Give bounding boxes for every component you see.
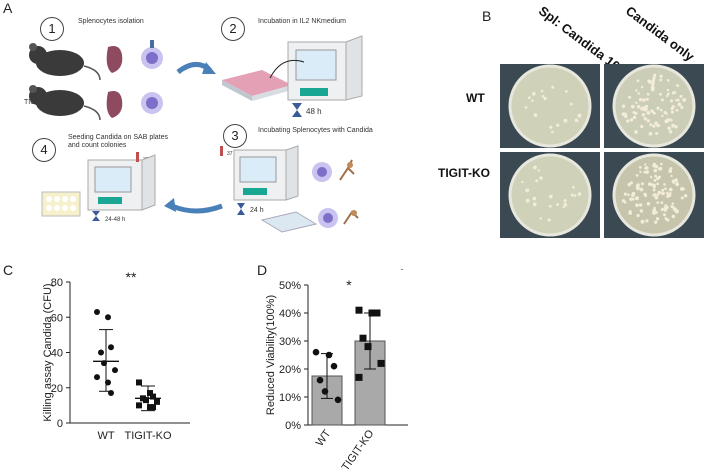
- data-point: [316, 376, 324, 384]
- mouse-wt-icon: [29, 43, 101, 81]
- y-tick-label: 30%: [279, 336, 301, 348]
- step-2-time: 48 h: [306, 107, 322, 116]
- well-plate-icon: [222, 70, 292, 101]
- data-point: [150, 404, 156, 411]
- step-3-label: Incubating Splenocytes with Candida: [258, 127, 373, 134]
- significance-marker: **: [126, 269, 137, 285]
- incubator-icon-3: [233, 145, 299, 201]
- data-point: [154, 398, 160, 405]
- data-point: [150, 393, 156, 400]
- data-point: [373, 309, 381, 317]
- y-tick-label: 80: [51, 277, 63, 289]
- data-point: [359, 334, 367, 342]
- data-point: [368, 309, 376, 317]
- hourglass-icon-3: [237, 203, 245, 215]
- data-point: [108, 344, 114, 351]
- data-point: [143, 397, 149, 404]
- x-tick-label: WT: [314, 428, 334, 449]
- spleen-wt-icon: [106, 46, 123, 73]
- data-point: [136, 379, 142, 386]
- y-axis-label: Killing assay Candida (CFU): [42, 283, 54, 421]
- data-point: [355, 373, 363, 381]
- cell-ko-icon: [141, 92, 163, 114]
- x-tick-label: TIGIT-KO: [124, 430, 172, 442]
- y-axis-label: Reduced Viability(100%): [265, 295, 277, 415]
- y-tick-label: 40%: [279, 308, 301, 320]
- step-4-label: Seeding Candida on SAB plates and count …: [68, 134, 169, 149]
- panel-letter-a: A: [3, 0, 13, 16]
- cell-wt-icon: [141, 40, 163, 69]
- arrow-3-to-4-icon: [171, 203, 223, 214]
- spleen-ko-icon: [106, 91, 123, 118]
- data-point: [94, 374, 100, 381]
- y-tick-label: 0%: [285, 420, 301, 432]
- step-1-label: Splenocytes isolation: [78, 18, 144, 25]
- candida-icon-3b: [343, 210, 359, 225]
- y-tick-label: 60: [51, 312, 63, 324]
- candida-icon-3a: [339, 159, 355, 181]
- stray-tick-mark: -: [401, 264, 404, 274]
- y-tick-label: 50%: [279, 280, 301, 292]
- hourglass-icon-4: [92, 211, 100, 221]
- data-point: [112, 367, 118, 374]
- data-point: [98, 349, 104, 356]
- panel-letter-c: C: [3, 262, 14, 278]
- data-point: [105, 314, 111, 321]
- chart-d: 0% 10% 20% 30% 40% 50%Reduced Viability(100%)…: [265, 264, 408, 473]
- sab-plate-icon: [41, 191, 81, 217]
- data-point: [94, 308, 100, 315]
- x-tick-label: TIGIT-KO: [340, 427, 377, 473]
- schematic-illustrations: [29, 35, 363, 233]
- nk-cell-icon-3b: [318, 208, 338, 228]
- data-point: [377, 359, 385, 367]
- data-point: [321, 388, 329, 395]
- step-3-circle: 3: [223, 124, 247, 148]
- significance-marker: *: [346, 277, 352, 293]
- step-3-temp: 37 °C: [227, 151, 240, 157]
- incubator-icon-4: [87, 154, 156, 211]
- row-label-tigit-ko: TIGIT-KO: [438, 166, 490, 180]
- column-header-candida-only: Candida only: [622, 3, 698, 65]
- panel-letter-b: B: [482, 8, 492, 24]
- step-2-circle: 2: [221, 17, 245, 41]
- step-4-circle: 4: [32, 138, 56, 162]
- data-point: [355, 306, 363, 314]
- y-tick-label: 20%: [279, 364, 301, 376]
- data-point: [147, 390, 153, 397]
- step-3-time: 24 h: [250, 207, 264, 214]
- panel-letter-d: D: [257, 262, 268, 278]
- hourglass-icon-2: [292, 103, 302, 117]
- step-4-time: 24-48 h: [105, 217, 126, 223]
- step-1-circle: 1: [40, 17, 64, 41]
- data-point: [330, 362, 338, 370]
- row-label-wt: WT: [466, 91, 485, 105]
- x-tick-label: WT: [97, 430, 114, 442]
- plate-photos: [500, 64, 704, 238]
- data-point: [334, 396, 342, 404]
- y-tick-label: 0: [57, 418, 63, 430]
- data-point: [325, 351, 333, 359]
- y-tick-label: 40: [51, 348, 63, 360]
- data-point: [364, 343, 372, 351]
- mouse-ko-icon: [29, 85, 101, 121]
- dish-icon-3: [260, 211, 318, 233]
- data-point: [312, 348, 320, 356]
- thermometer-icon-4: [136, 152, 139, 162]
- incubator-icon-2: [269, 35, 363, 101]
- data-point: [136, 402, 142, 409]
- step-2-label: Incubation in IL2 NKmedium: [258, 18, 346, 25]
- nk-cell-icon-3a: [312, 162, 332, 182]
- y-tick-label: 20: [51, 383, 63, 395]
- thermometer-icon-3: [220, 146, 223, 156]
- y-tick-label: 10%: [279, 392, 301, 404]
